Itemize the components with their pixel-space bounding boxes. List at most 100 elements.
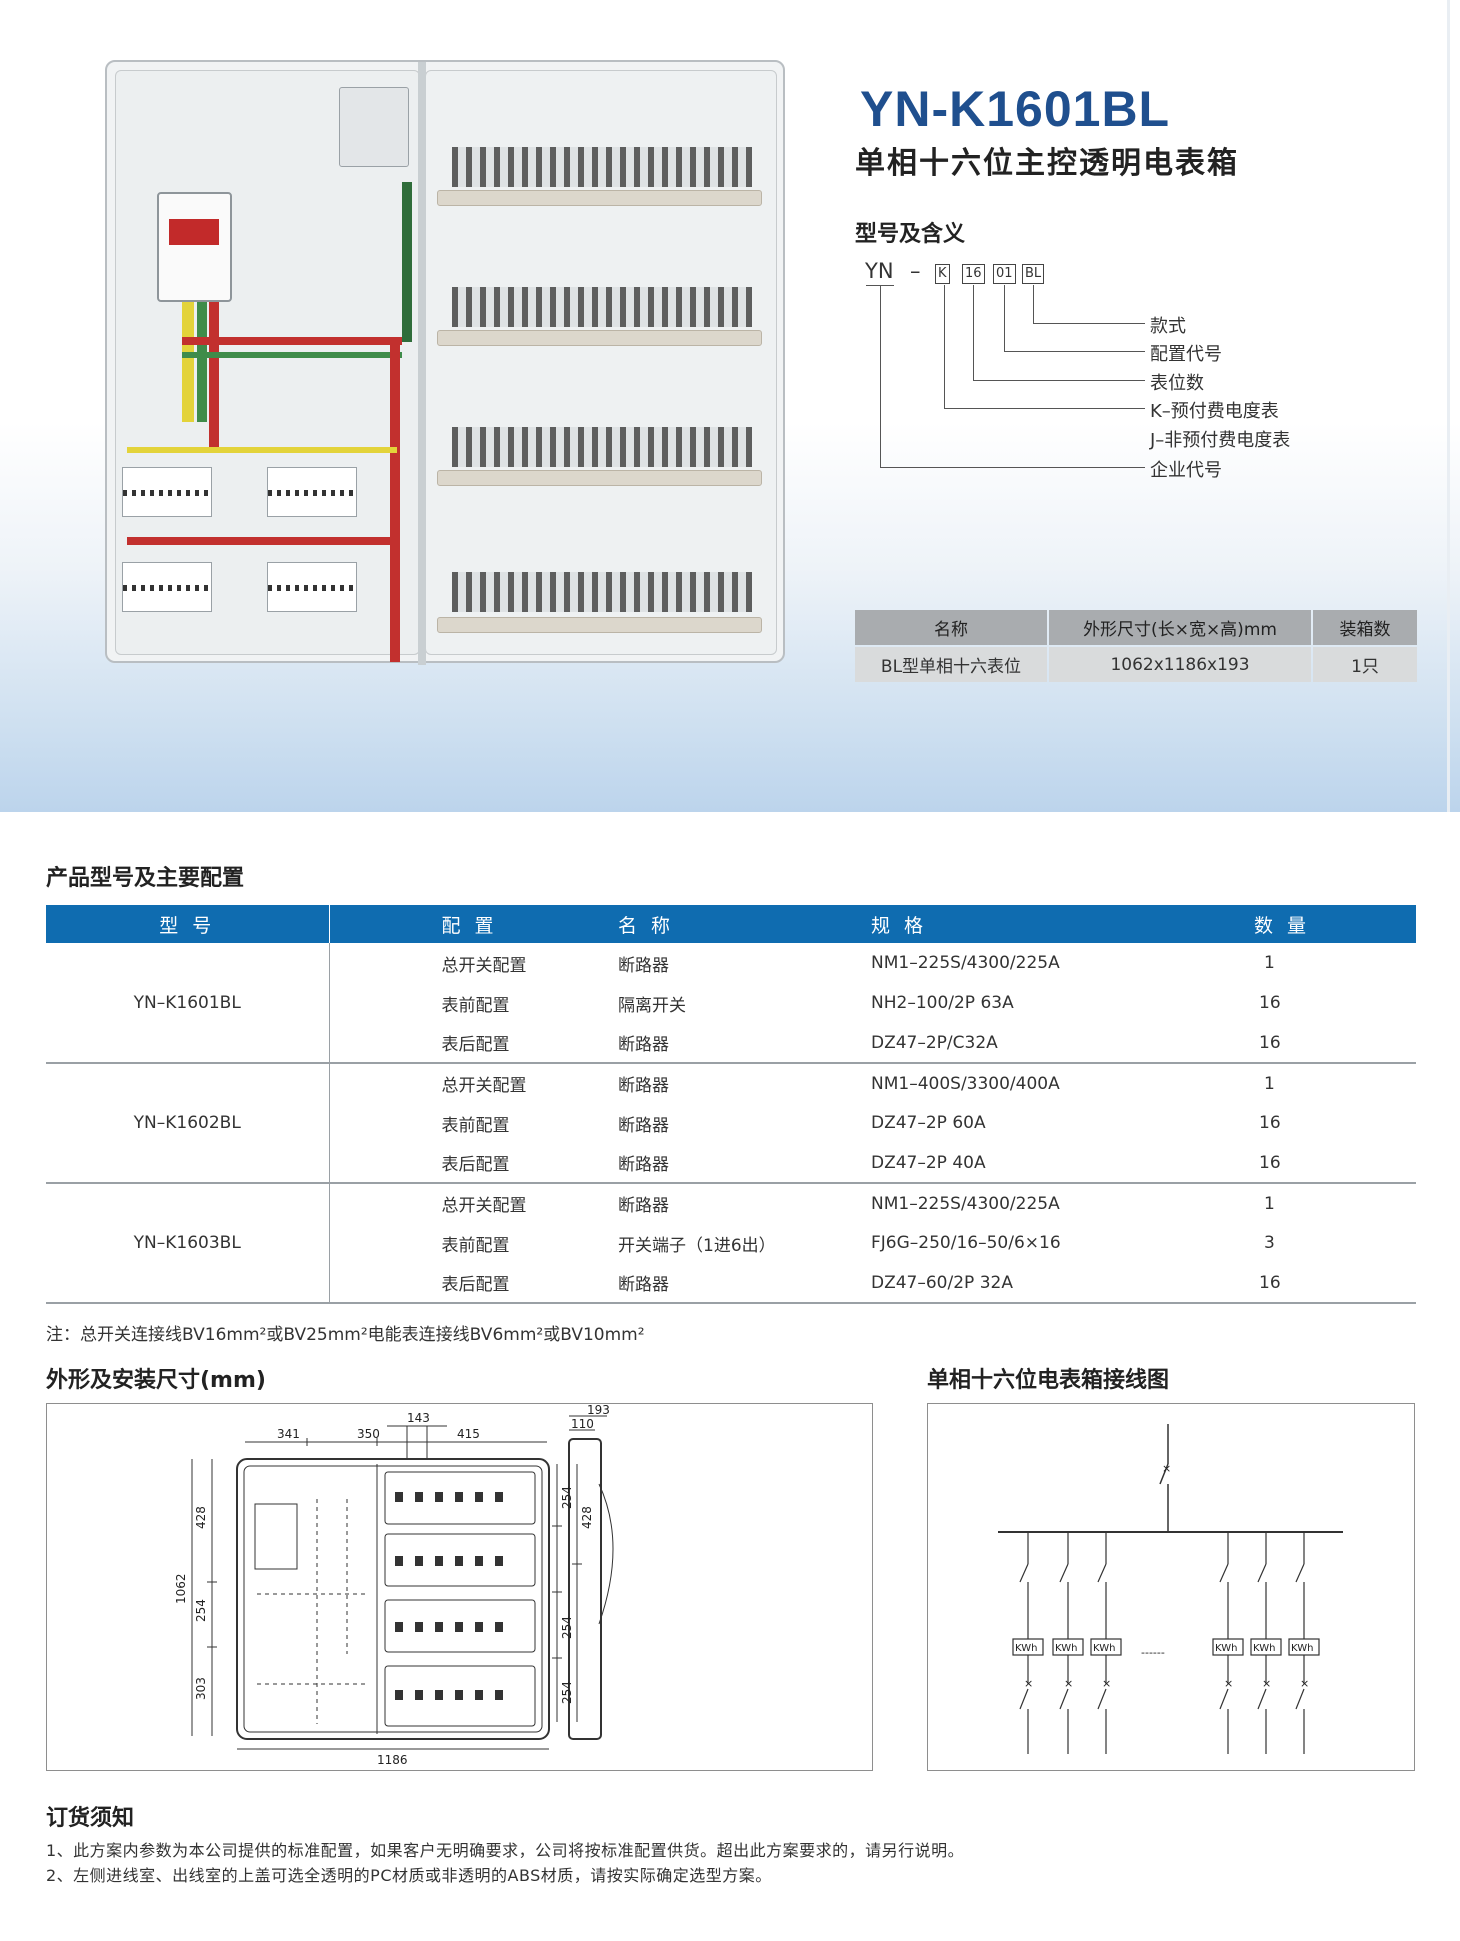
dim-label: 415: [457, 1427, 480, 1441]
cfg-cell: 断路器: [618, 955, 669, 976]
meaning-heading: 型号及含义: [855, 222, 966, 247]
branch-switch: [1059, 1688, 1069, 1710]
cfg-cell: 表前配置: [441, 995, 510, 1016]
din-rail: [437, 190, 762, 206]
wiring-diagram: KWh×KWh×KWh×KWh×KWh×KWh× × ------: [927, 1403, 1415, 1771]
dim-label: 350: [357, 1427, 380, 1441]
breaker-cross: ×: [1102, 1677, 1111, 1690]
spec-header: 外形尺寸(长×宽×高)mm: [1049, 610, 1311, 645]
kwh-label: KWh: [1215, 1643, 1237, 1654]
drawing-heading: 外形及安装尺寸(mm): [46, 1368, 266, 1393]
leader-line: [973, 380, 1145, 381]
wire-green-h: [182, 352, 402, 358]
meter-row-outline: [384, 1471, 536, 1525]
side-view-outline: [568, 1438, 602, 1740]
breaker-group: [122, 562, 212, 612]
cfg-cell: FJ6G–250/16–50/6×16: [871, 1233, 1061, 1253]
leader-line: [1004, 285, 1005, 351]
leader-line: [944, 285, 945, 408]
cfg-cell: 表后配置: [329, 1143, 559, 1184]
cfg-cell: 3: [1264, 1233, 1275, 1253]
dim-label: 254: [560, 1616, 574, 1639]
product-subtitle: 单相十六位主控透明电表箱: [855, 146, 1239, 181]
spec-header: 名称: [855, 610, 1047, 645]
branch-switch: [1257, 1563, 1267, 1583]
dim-label: 1062: [174, 1573, 188, 1604]
branch-switch: [1219, 1688, 1229, 1710]
branch-switch: [1019, 1563, 1029, 1583]
code-prefix: YN: [865, 259, 894, 283]
hinge: [418, 62, 426, 665]
dim-label: 341: [277, 1427, 300, 1441]
cfg-cell: DZ47–2P 60A: [871, 1113, 986, 1133]
branch-switch: [1295, 1563, 1305, 1583]
main-breaker: [157, 192, 232, 302]
cfg-cell: 总开关配置: [441, 955, 527, 976]
model-cell: YN–K1601BL: [46, 943, 330, 1064]
left-compartment: [115, 70, 420, 655]
kwh-label: KWh: [1253, 1643, 1275, 1654]
cfg-cell: DZ47–60/2P 32A: [814, 1263, 1154, 1304]
branch-switch: [1097, 1688, 1107, 1710]
ellipsis: ------: [1141, 1646, 1165, 1659]
legend-config: 配置代号: [1150, 344, 1222, 365]
dim-label: 254: [560, 1681, 574, 1704]
cfg-cell: NM1–400S/3300/400A: [871, 1073, 1060, 1094]
spec-header: 装箱数: [1313, 610, 1417, 645]
wire-red-v: [390, 342, 400, 662]
cfg-cell: 16: [1259, 993, 1281, 1013]
kwh-label: KWh: [1291, 1643, 1313, 1654]
col-config: 配 置: [329, 905, 559, 943]
side-view-curve: [598, 1483, 614, 1625]
order-note-1: 1、此方案内参数为本公司提供的标准配置，如果客户无明确要求，公司将按标准配置供货…: [46, 1841, 965, 1860]
wire-red: [209, 302, 219, 452]
wiring-svg: KWh×KWh×KWh×KWh×KWh×KWh× × ------: [998, 1424, 1343, 1754]
kwh-label: KWh: [1055, 1643, 1077, 1654]
top-meter: [339, 87, 409, 167]
leader-line: [880, 285, 881, 467]
cfg-cell: 16: [1154, 1143, 1416, 1184]
wire-red-h: [182, 337, 402, 345]
cfg-cell: NH2–100/2P 63A: [871, 993, 1014, 1013]
leader-line: [880, 467, 1145, 468]
product-title: YN-K1601BL: [860, 81, 1171, 137]
dimension-drawing: 341 350 143 415 1062 428 254 303 254 428…: [46, 1403, 873, 1771]
cfg-cell: DZ47–2P/C32A: [814, 1023, 1154, 1064]
col-name: 名 称: [559, 905, 814, 943]
cfg-cell: DZ47–2P 40A: [814, 1143, 1154, 1184]
product-photo: [105, 60, 785, 665]
cfg-cell: 1: [1264, 1193, 1275, 1214]
dim-label: 1186: [377, 1753, 408, 1767]
dim-label: 110: [571, 1417, 594, 1431]
branch-switch: [1019, 1688, 1029, 1710]
spec-cell: 1只: [1313, 647, 1417, 682]
hero-edge: [1447, 0, 1450, 812]
model-cell: YN–K1602BL: [46, 1063, 330, 1184]
code-box: 16: [962, 264, 985, 284]
wire-red-h2: [127, 537, 397, 545]
leader-line: [866, 285, 894, 286]
meter-row: [452, 572, 752, 612]
breaker-cross: ×: [1064, 1677, 1073, 1690]
cfg-cell: 16: [1154, 1023, 1416, 1064]
breaker-group: [267, 467, 357, 517]
cfg-cell: 总开关配置: [441, 1076, 527, 1096]
meter-slots: [395, 1492, 503, 1700]
main-meter-outline: [254, 1503, 298, 1570]
code-dash: –: [910, 259, 921, 283]
leader-line: [1033, 285, 1034, 323]
wire-green: [197, 302, 207, 422]
dim-label: 254: [560, 1486, 574, 1509]
model-cell: YN–K1603BL: [46, 1183, 330, 1304]
code-box: 01: [993, 264, 1016, 284]
dim-label: 254: [194, 1599, 208, 1622]
cfg-cell: 隔离开关: [618, 995, 686, 1016]
cfg-cell: 1: [1264, 953, 1275, 973]
kwh-label: KWh: [1015, 1643, 1037, 1654]
cfg-cell: 16: [1154, 1263, 1416, 1304]
terminal-block: [402, 182, 412, 342]
order-note-2: 2、左侧进线室、出线室的上盖可选全透明的PC材质或非透明的ABS材质，请按实际确…: [46, 1866, 772, 1885]
branch-switch: [1097, 1563, 1107, 1583]
col-spec: 规 格: [814, 905, 1154, 943]
cfg-cell: 断路器: [559, 1263, 814, 1304]
